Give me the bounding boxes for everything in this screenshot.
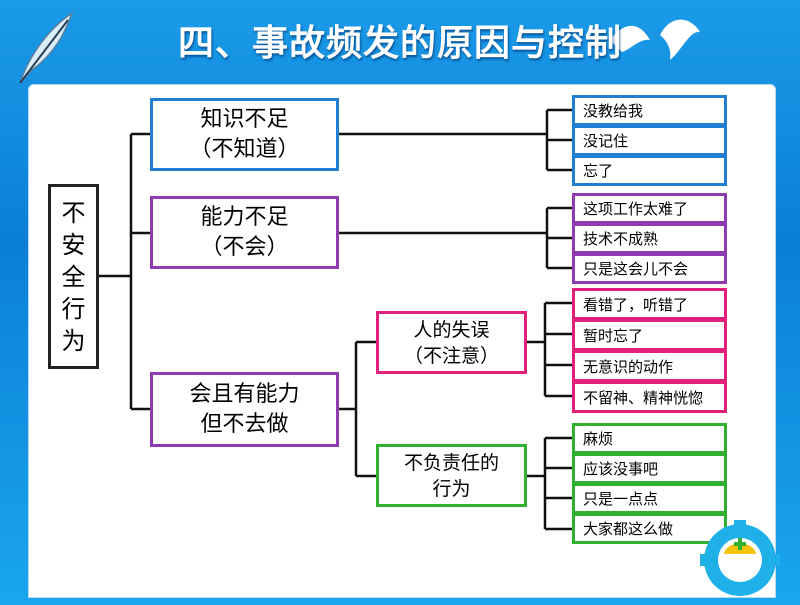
subcategory-line: 人的失误	[413, 318, 490, 341]
subcategory-line: 行为	[432, 477, 471, 500]
root-node: 不 安 全 行 为	[48, 184, 99, 369]
subcategory-line: （不注意）	[403, 344, 499, 367]
leaf-item: 只是这会儿不会	[572, 253, 727, 284]
root-char: 行	[61, 294, 86, 323]
root-char: 安	[61, 230, 86, 259]
category-line: 会且有能力	[189, 381, 300, 407]
page-title: 四、事故频发的原因与控制	[177, 23, 622, 64]
leaf-item: 这项工作太难了	[572, 193, 727, 224]
category-line: 但不去做	[200, 411, 289, 437]
root-char: 全	[61, 262, 86, 291]
root-char: 不	[61, 198, 86, 227]
leaf-item: 无意识的动作	[572, 350, 727, 382]
category-line: 知识不足	[200, 106, 289, 132]
leaf-item: 只是一点点	[572, 483, 727, 514]
leaf-item: 不留神、精神恍惚	[572, 381, 727, 413]
leaf-item: 暂时忘了	[572, 319, 727, 351]
category-ability: 能力不足 （不会）	[150, 196, 339, 269]
leaf-item: 麻烦	[572, 423, 727, 454]
category-line: （不知道）	[189, 136, 300, 162]
leaf-item: 没记住	[572, 125, 727, 156]
leaf-item: 没教给我	[572, 95, 727, 126]
leaf-item: 看错了，听错了	[572, 288, 727, 320]
category-line: 能力不足	[200, 204, 289, 230]
root-char: 为	[61, 326, 86, 355]
feather-icon	[19, 11, 74, 84]
leaf-item: 技术不成熟	[572, 223, 727, 254]
subcategory-human-error: 人的失误 （不注意）	[376, 311, 527, 374]
gear-icon	[700, 520, 780, 596]
leaf-item: 应该没事吧	[572, 453, 727, 484]
category-line: （不会）	[200, 234, 289, 260]
category-knowledge: 知识不足 （不知道）	[150, 98, 339, 171]
category-unwilling: 会且有能力 但不去做	[150, 372, 339, 447]
leaf-item: 忘了	[572, 155, 727, 186]
subcategory-irresponsible: 不负责任的 行为	[376, 444, 527, 507]
leaf-item: 大家都这么做	[572, 513, 727, 544]
subcategory-line: 不负责任的	[403, 451, 499, 474]
dove-icon	[610, 19, 700, 60]
